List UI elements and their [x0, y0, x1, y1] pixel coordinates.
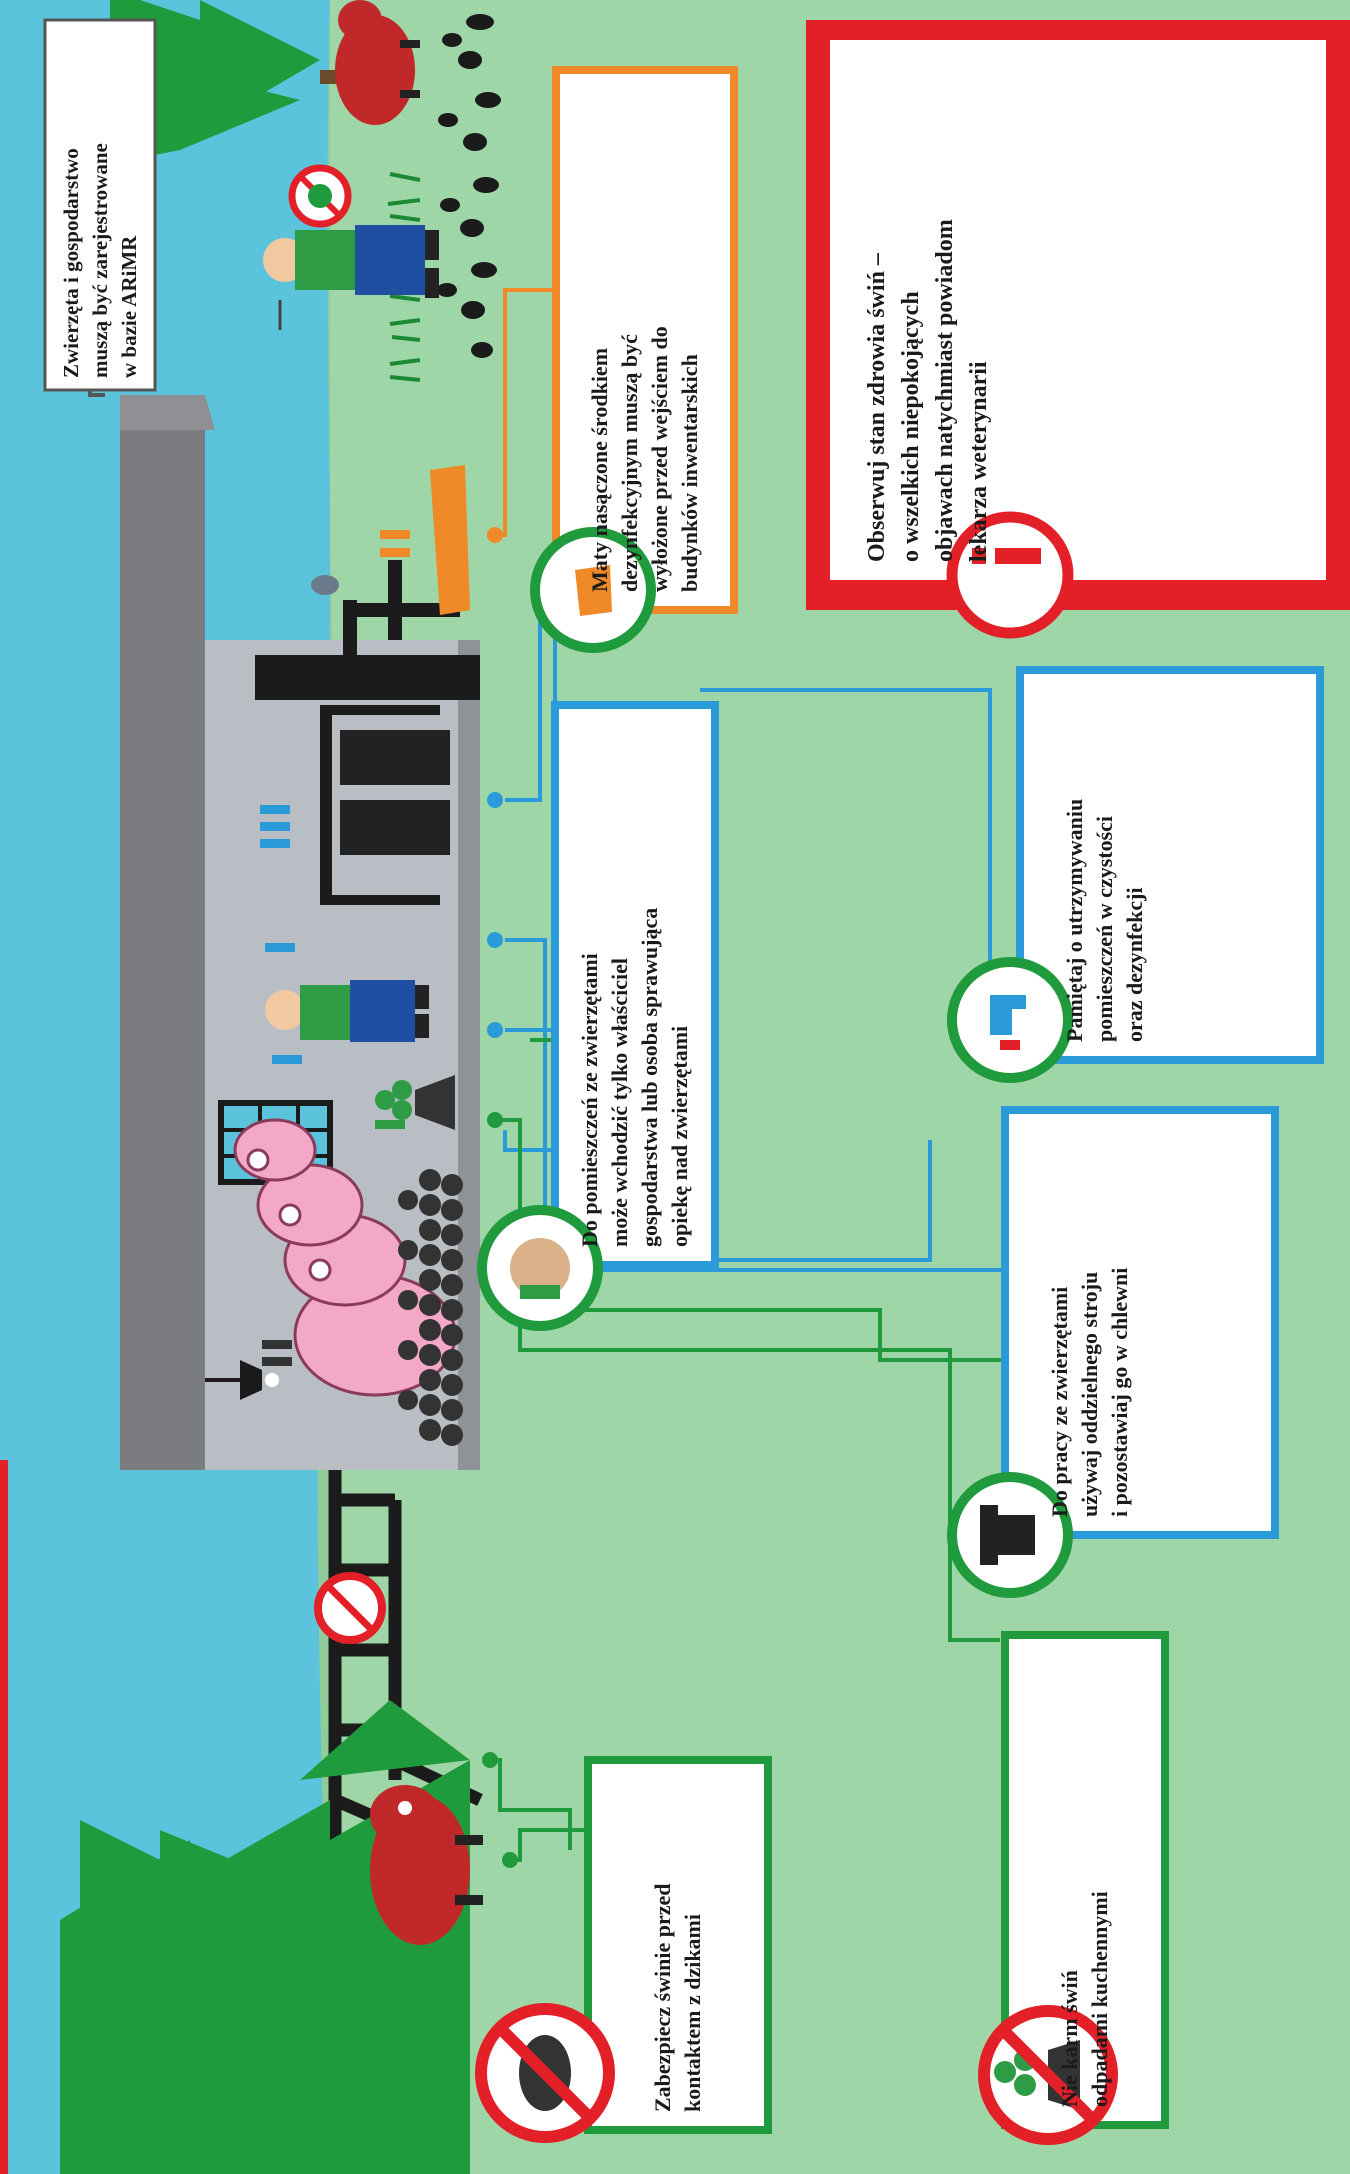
wild-boar-top	[335, 0, 420, 125]
caption-disinfection-mats: Maty nasączone środkiem dezynfekcyjnym m…	[587, 326, 702, 592]
no-entry-sign-top	[288, 164, 352, 228]
orange-signs	[380, 530, 410, 557]
barn	[120, 395, 480, 1470]
no-kitchen-waste-icon	[978, 2005, 1118, 2145]
no-entry-sign-left	[314, 1572, 386, 1644]
no-contact-boar-icon	[475, 2003, 615, 2143]
lamp	[205, 1360, 279, 1400]
caption-wild-boars: Zabezpiecz świnie przed kontaktem z dzik…	[650, 1883, 705, 2112]
wild-boar-bottom	[370, 1785, 483, 1945]
red-edge	[0, 1460, 8, 2174]
feed-pile	[398, 1169, 463, 1446]
trees-bottom	[60, 1700, 470, 2174]
caption-work-clothes: Do pracy ze zwierzętami używaj oddzielne…	[1047, 1267, 1132, 1517]
wall-signs	[260, 805, 405, 1366]
pigeon	[311, 575, 339, 595]
farmer-outside	[263, 225, 439, 330]
caption-entry-restriction: Do pomieszczeń ze zwierzętami może wchod…	[577, 907, 692, 1247]
work-clothes-icon	[947, 1472, 1073, 1598]
caption-kitchen-waste: Nie karm świń odpadami kuchennymi	[1057, 1891, 1112, 2107]
farmer-head-icon	[477, 1205, 603, 1331]
caption-boxes	[43, 18, 1350, 2134]
clothes-rack	[320, 705, 450, 905]
leader-dots	[482, 527, 518, 1868]
boot-disinfection-icon	[947, 957, 1073, 1083]
caption-observe-health: Obserwuj stan zdrowia świń – o wszelkich…	[864, 219, 992, 562]
caption-registration: Zwierzęta i gospodarstwo muszą być zarej…	[58, 143, 141, 378]
trough	[375, 1075, 455, 1130]
caption-cleaning: Pamiętaj o utrzymywaniu pomieszczeń w cz…	[1062, 798, 1147, 1042]
warning-exclamation-icon	[946, 511, 1074, 639]
farmer-inside	[265, 980, 429, 1042]
disinfection-mat-icon	[530, 527, 656, 653]
disinfection-mat	[430, 465, 470, 615]
stone-path	[437, 14, 501, 358]
